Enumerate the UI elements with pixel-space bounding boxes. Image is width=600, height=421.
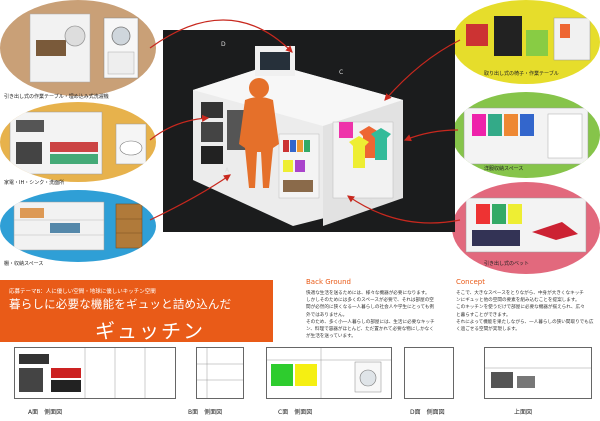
marker-b: B	[369, 199, 374, 206]
oval-bottom-left	[0, 190, 156, 262]
caption-d: D面 側面図	[410, 409, 445, 416]
washer-table-photo	[29, 13, 139, 83]
background-line: が生活を送っています。	[306, 334, 356, 340]
drawing-d	[404, 347, 454, 399]
arrow-top-left	[149, 19, 293, 53]
pull-out-bed-photo	[465, 197, 587, 253]
caption-top: 上面図	[514, 409, 533, 416]
label-bottom-right: 引き出し式のベット	[484, 261, 530, 267]
concept-line: このキッチンを使うだけで部屋に必要な機器が揃えられ、広々	[456, 305, 585, 311]
background-line: 間が必然的に狭くなる一人暮らしの社会人や学生にとっても例	[306, 305, 435, 311]
drawing-top	[484, 347, 592, 399]
arrow-bottom-left	[149, 174, 231, 221]
product-name: ギュッチン	[95, 319, 205, 343]
label-mid-left: 家電・IH・シンク・洗面所	[4, 180, 65, 186]
arrow-mid-right	[403, 129, 459, 142]
clothes-storage-photo	[463, 107, 589, 165]
background-line: しかしそのためには多くのスペースが必要で、それは部屋の空	[306, 298, 434, 304]
banner-subtitle: 応募テーマB：人に優しい空間・地球に優しいキッチン空間	[9, 289, 156, 295]
caption-b: B面 側面図	[188, 409, 223, 416]
chair-table-photo	[466, 16, 591, 61]
concept-line: く過ごせる空間が実現します。	[456, 327, 520, 333]
concept-line: それによって機能を果たしながら、一人暮らしの狭い間取りでも広	[456, 319, 594, 325]
shelf-photo	[13, 201, 143, 251]
arrow-top-right	[384, 39, 461, 101]
background-line: そのため、多く小一人暮らしの部屋には、生活に必要なキッチ	[306, 319, 435, 325]
background-title: Back Ground	[306, 278, 351, 286]
drawing-top-lines	[485, 367, 591, 388]
drawing-a	[14, 347, 176, 399]
concept-title: Concept	[456, 278, 485, 286]
oval-top-left	[0, 0, 156, 96]
drawing-b-lines	[197, 348, 243, 398]
concept-line: と暮らすことができます。	[456, 312, 511, 318]
marker-d: D	[221, 41, 226, 48]
marker-c: C	[339, 69, 344, 76]
arrow-bottom-right	[347, 195, 461, 224]
arrow-mid-left	[149, 114, 210, 141]
marker-a: A	[225, 167, 230, 174]
label-bottom-left: 棚・収納スペース	[4, 261, 44, 267]
oval-mid-left	[0, 102, 156, 182]
appliances-photo	[9, 111, 147, 175]
oval-top-right	[452, 0, 600, 84]
background-line: 快適な生活を送るためには、様々な機器が必要になります。	[306, 291, 430, 296]
banner-headline: 暮らしに必要な機能をギュッと詰め込んだ	[9, 297, 232, 311]
background-line: ン、料理で容器がほとんど、ただ置かれて必要な物にしかなく	[306, 327, 434, 333]
title-banner: 応募テーマB：人に優しい空間・地球に優しいキッチン空間 暮らしに必要な機能をギュ…	[0, 280, 273, 343]
background-body: 快適な生活を送るためには、様々な機器が必要になります。 しかしそのためには多くの…	[306, 290, 446, 340]
drawing-b	[196, 347, 244, 399]
callout-arrows	[149, 19, 461, 224]
drawing-c-lines	[267, 348, 391, 398]
concept-line: ンにギュッと他の空間の要素を組み込むことを提案します。	[456, 298, 580, 304]
label-top-right: 取り出し式の椅子・作業テーブル	[484, 71, 559, 77]
label-mid-right: 洋服収納スペース	[484, 166, 524, 172]
caption-a: A面 側面図	[28, 409, 63, 416]
oval-mid-right	[452, 92, 600, 178]
caption-c: C面 側面図	[278, 409, 313, 416]
background-line: 外ではありません。	[306, 312, 348, 318]
drawing-a-lines	[19, 348, 146, 398]
label-top-left: 引き出し式の作業テーブル・埋め込み式洗濯機	[4, 94, 109, 100]
concept-body: そこで、大きなスペースをとりながら、中身が大きくなキッチ ンにギュッと他の空間の…	[456, 290, 598, 333]
concept-line: そこで、大きなスペースをとりながら、中身が大きくなキッチ	[456, 291, 584, 296]
drawing-c	[266, 347, 392, 399]
oval-bottom-right	[452, 182, 600, 274]
kitchen-model-render	[163, 30, 455, 232]
main-kitchen-photo: D C A B	[163, 30, 455, 232]
